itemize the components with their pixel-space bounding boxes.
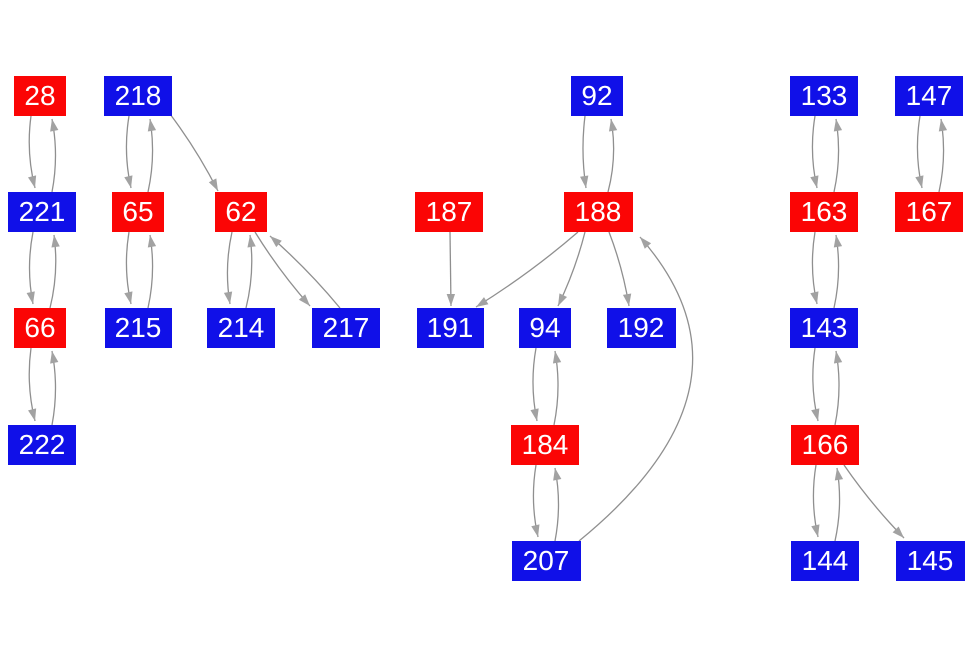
edge-166-145 <box>843 464 905 539</box>
node-144: 144 <box>791 541 859 581</box>
node-92: 92 <box>571 76 623 116</box>
arrowhead-163-143 <box>810 291 819 304</box>
arrowhead-143-163 <box>833 235 843 248</box>
node-187: 187 <box>415 192 483 232</box>
node-163: 163 <box>790 192 858 232</box>
arrowhead-188-191 <box>476 297 489 307</box>
edge-207-188 <box>578 236 694 542</box>
arrowhead-218-65 <box>124 175 133 188</box>
arrowhead-166-144 <box>811 524 820 537</box>
node-184: 184 <box>511 425 579 465</box>
arrowhead-167-147 <box>938 119 948 132</box>
node-28: 28 <box>14 76 66 116</box>
node-145: 145 <box>895 541 965 581</box>
arrowhead-143-166 <box>811 408 820 421</box>
node-94: 94 <box>519 308 571 348</box>
node-66: 66 <box>14 308 66 348</box>
arrowhead-188-192 <box>622 293 632 306</box>
node-218: 218 <box>104 76 172 116</box>
arrowhead-133-163 <box>810 175 819 188</box>
node-65: 65 <box>112 192 164 232</box>
node-191: 191 <box>416 308 484 348</box>
arrowhead-92-188 <box>580 175 589 188</box>
edge-188-191 <box>475 231 579 308</box>
node-147: 147 <box>895 76 963 116</box>
node-188: 188 <box>563 192 633 232</box>
node-133: 133 <box>790 76 858 116</box>
arrowhead-65-218 <box>147 119 157 132</box>
arrowhead-94-184 <box>530 408 539 421</box>
arrowhead-188-94 <box>558 293 568 306</box>
arrowhead-66-221 <box>51 235 60 248</box>
arrowhead-65-215 <box>124 291 133 304</box>
arrowhead-62-217 <box>298 294 310 306</box>
node-62: 62 <box>215 192 267 232</box>
arrowhead-66-222 <box>28 408 37 421</box>
arrowhead-188-92 <box>608 119 618 132</box>
arrowhead-221-28 <box>50 119 59 132</box>
edge-187-191 <box>449 231 452 307</box>
arrowhead-166-145 <box>892 526 904 538</box>
arrowhead-214-62 <box>247 235 256 248</box>
arrowhead-207-184 <box>553 468 562 481</box>
arrowhead-215-65 <box>147 235 157 248</box>
node-166: 166 <box>791 425 859 465</box>
node-222: 222 <box>8 425 76 465</box>
arrowhead-218-62 <box>208 178 218 191</box>
node-167: 167 <box>895 192 963 232</box>
arrowhead-217-62 <box>270 236 282 248</box>
arrowhead-222-66 <box>50 351 59 364</box>
node-214: 214 <box>207 308 275 348</box>
arrowhead-207-188 <box>640 237 652 249</box>
node-221: 221 <box>8 192 76 232</box>
edge-62-217 <box>254 231 311 307</box>
arrowhead-144-166 <box>834 468 844 481</box>
arrowhead-187-191 <box>446 293 456 306</box>
arrowhead-184-94 <box>552 351 562 364</box>
node-192: 192 <box>606 308 676 348</box>
arrowhead-221-66 <box>26 291 35 304</box>
arrowhead-166-143 <box>833 351 843 364</box>
node-143: 143 <box>790 308 858 348</box>
arrowhead-62-214 <box>223 291 233 304</box>
node-215: 215 <box>104 308 172 348</box>
arrowhead-184-207 <box>531 524 540 537</box>
arrowhead-28-221 <box>27 175 37 188</box>
node-217: 217 <box>312 308 380 348</box>
arrowhead-163-133 <box>833 119 843 132</box>
edge-218-62 <box>169 113 219 192</box>
node-207: 207 <box>511 541 581 581</box>
arrowhead-147-167 <box>915 175 924 188</box>
